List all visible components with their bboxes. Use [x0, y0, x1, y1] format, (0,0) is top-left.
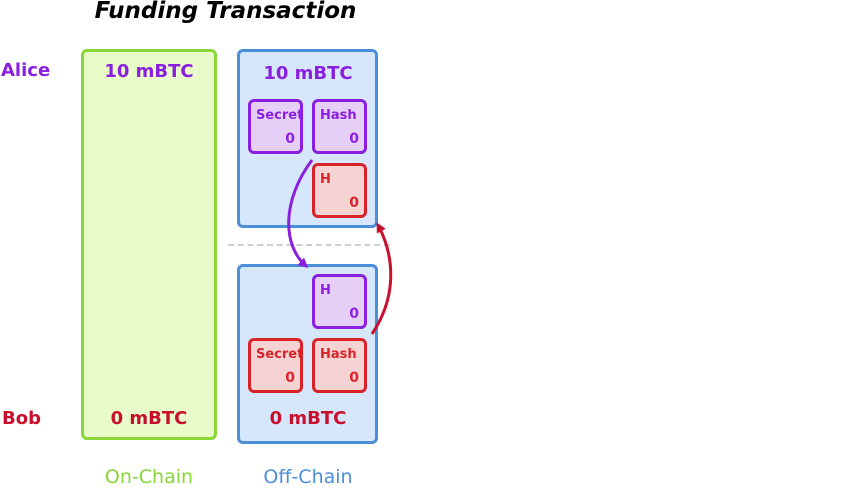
alice-received-h-box: H 0 [312, 163, 367, 218]
off-chain-label: Off-Chain [263, 466, 353, 488]
bob-hash-label: Hash [320, 347, 357, 362]
alice-secret-box: Secret 0 [248, 99, 303, 154]
alice-h-value: 0 [349, 195, 359, 211]
alice-secret-value: 0 [285, 131, 295, 147]
alice-hash-label: Hash [320, 108, 357, 123]
hash-to-bob-arrow [287, 159, 314, 268]
bob-received-h-box: H 0 [312, 274, 367, 329]
bob-hash-box: Hash 0 [312, 338, 367, 393]
alice-hash-value: 0 [349, 131, 359, 147]
alice-hash-box: Hash 0 [312, 99, 367, 154]
off-chain-alice-amount: 10 mBTC [263, 63, 353, 84]
bob-hash-value: 0 [349, 370, 359, 386]
on-chain-label: On-Chain [104, 466, 194, 488]
diagram-title: Funding Transaction [94, 0, 357, 24]
alice-label: Alice [1, 60, 51, 81]
bob-secret-box: Secret 0 [248, 338, 303, 393]
on-chain-alice-amount: 10 mBTC [104, 61, 194, 82]
on-chain-column [81, 49, 217, 440]
alice-secret-label: Secret [256, 108, 304, 123]
bob-h-value: 0 [349, 306, 359, 322]
on-chain-bob-amount: 0 mBTC [110, 408, 188, 429]
hash-to-alice-arrow [370, 222, 393, 335]
bob-secret-label: Secret [256, 347, 304, 362]
bob-label: Bob [2, 408, 41, 429]
channel-divider [228, 244, 390, 246]
alice-h-label: H [320, 172, 331, 187]
bob-secret-value: 0 [285, 370, 295, 386]
off-chain-bob-amount: 0 mBTC [269, 408, 347, 429]
bob-h-label: H [320, 283, 331, 298]
